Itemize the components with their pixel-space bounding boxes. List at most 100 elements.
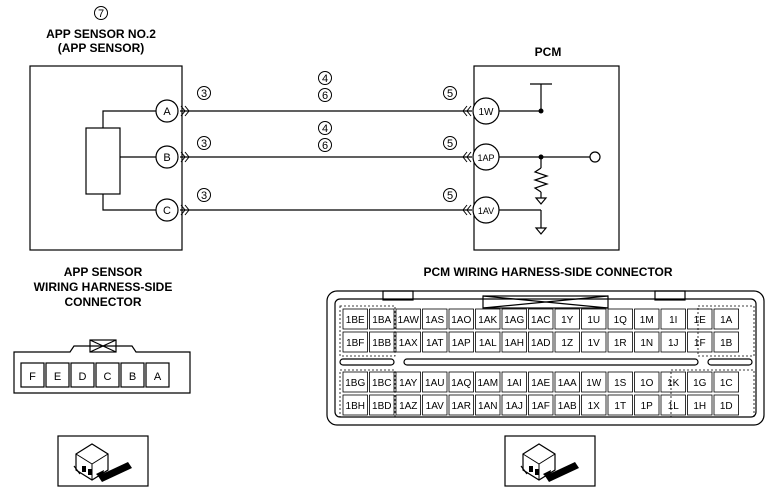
wire-ref: 4 [322,73,328,85]
pcm-connector-pin: 1C [720,378,733,389]
sensor-pin-c [155,198,179,222]
pcm-connector-pin: 1AQ [451,378,471,389]
wire-ref: 3 [201,88,207,100]
pcm-connector-pin: 1AD [531,338,550,349]
pcm-title: PCM [535,45,562,59]
app-connector-title: WIRING HARNESS-SIDE [34,280,173,294]
sensor-resistor [85,127,121,195]
app-sensor-box [29,65,183,251]
pcm-connector-pin: 1BB [372,338,391,349]
pcm-connector-cell [475,394,501,416]
pcm-connector-pin: 1S [614,378,627,389]
pcm-connector-cell [369,394,395,416]
pcm-connector-pin: 1M [640,315,654,326]
pcm-connector-cell [554,331,580,353]
pcm-connector-pin: 1AF [532,401,550,412]
pcm-connector-pin: 1AR [452,401,471,412]
pcm-connector-cell [342,371,368,393]
pcm-connector-pin: 1AU [425,378,444,389]
pcm-connector-title: PCM WIRING HARNESS-SIDE CONNECTOR [423,265,672,279]
pcm-connector-pin: 1F [694,338,706,349]
pcm-connector-pin: 1H [693,401,706,412]
pcm-connector-pin: 1R [614,338,627,349]
pcm-connector-cell [713,308,739,330]
pcm-connector-cell [369,331,395,353]
pcm-connector-pin: 1AB [558,401,577,412]
pcm-connector-cell [554,371,580,393]
pcm-connector-cell [342,394,368,416]
pcm-connector-cell [634,394,660,416]
pcm-connector-pin: 1AK [478,315,497,326]
sensor-subtitle: (APP SENSOR) [58,41,144,55]
wire-ref: 3 [201,190,207,202]
pcm-connector-cell [581,371,607,393]
pcm-connector-pin: 1O [640,378,654,389]
pcm-connector-cell [448,394,474,416]
pcm-connector-cell [581,308,607,330]
wire-ref: 6 [322,140,328,152]
pcm-connector-cell [607,308,633,330]
connector-probe-icon [504,435,596,487]
pcm-connector-cell [501,331,527,353]
wire-ref: 6 [322,90,328,102]
pcm-connector-pin: 1AH [505,338,524,349]
pcm-connector-cell [554,308,580,330]
pcm-connector-pin: 1BE [346,315,365,326]
pcm-pin-label: 1W [479,107,495,118]
app-connector-pin: C [104,371,112,383]
junction-dot [538,154,544,160]
pcm-connector-cell [687,371,713,393]
pcm-connector-pin: 1AI [507,378,522,389]
pcm-connector-cell [581,394,607,416]
app-connector-title: APP SENSOR [64,265,143,279]
pcm-connector-pin: 1B [720,338,733,349]
pcm-connector-cell [607,371,633,393]
pcm-connector-cell [660,308,686,330]
pcm-connector-cell [660,331,686,353]
pcm-connector-pin: 1G [693,378,707,389]
pcm-connector-pin: 1AY [399,378,417,389]
pcm-connector-cell [501,371,527,393]
pcm-connector-cell [713,331,739,353]
pcm-connector-cell [422,308,448,330]
pcm-connector-cell [475,331,501,353]
pcm-connector-pin: 1V [588,338,601,349]
connector-probe-icon [57,435,149,487]
app-connector-pin: F [29,371,36,383]
pcm-connector-pin: 1AM [477,378,498,389]
pcm-connector-pin: 1AT [426,338,444,349]
sensor-pin-b [155,145,179,169]
pcm-connector-pin: 1AO [451,315,471,326]
wire-ref: 5 [447,88,453,100]
pcm-connector-cell [528,394,554,416]
pcm-connector-pin: 1BA [372,315,391,326]
pcm-connector-pin: 1BD [372,401,391,412]
pcm-pin-label: 1AV [478,206,494,216]
pcm-connector-pin: 1J [668,338,679,349]
pcm-connector-pin: 1N [640,338,653,349]
pcm-connector-cell [395,394,421,416]
pcm-connector-cell [607,331,633,353]
pcm-connector-cell [395,331,421,353]
pcm-connector-pin: 1Y [561,315,574,326]
sensor-pin-label: A [163,106,171,118]
pcm-connector-pin: 1P [641,401,654,412]
pcm-connector-pin: 1K [667,378,680,389]
wire-ref: 5 [447,190,453,202]
pcm-connector-cell [660,394,686,416]
pcm-connector-cell [342,308,368,330]
pcm-connector-pin: 1AS [425,315,444,326]
pcm-connector-cell [528,308,554,330]
pcm-connector-cell [581,331,607,353]
pcm-connector-cell [634,308,660,330]
pcm-connector-pin: 1AX [399,338,418,349]
pcm-connector-pin: 1Z [561,338,573,349]
pcm-connector-pin: 1X [588,401,601,412]
pcm-connector-cell [687,331,713,353]
pcm-connector-cell [660,371,686,393]
pcm-connector-pin: 1AA [558,378,577,389]
app-connector-pin: D [79,371,87,383]
pcm-connector-pin: 1D [720,401,733,412]
ground-icon [534,197,548,205]
sensor-pin-label: C [163,205,171,217]
